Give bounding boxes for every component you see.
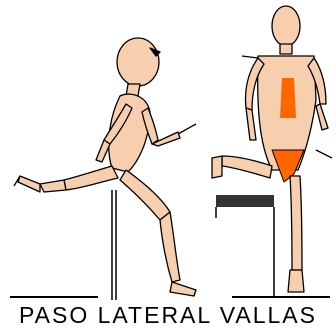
runner-head <box>117 38 159 86</box>
hurdle-left <box>112 190 116 300</box>
runner-side-view <box>14 38 196 296</box>
hurdle-right <box>216 195 274 298</box>
torso-accent <box>280 78 296 118</box>
illustration-caption: PASO LATERAL VALLAS <box>0 300 336 334</box>
runner-front-head <box>272 6 300 46</box>
runner-front-view <box>212 6 332 292</box>
